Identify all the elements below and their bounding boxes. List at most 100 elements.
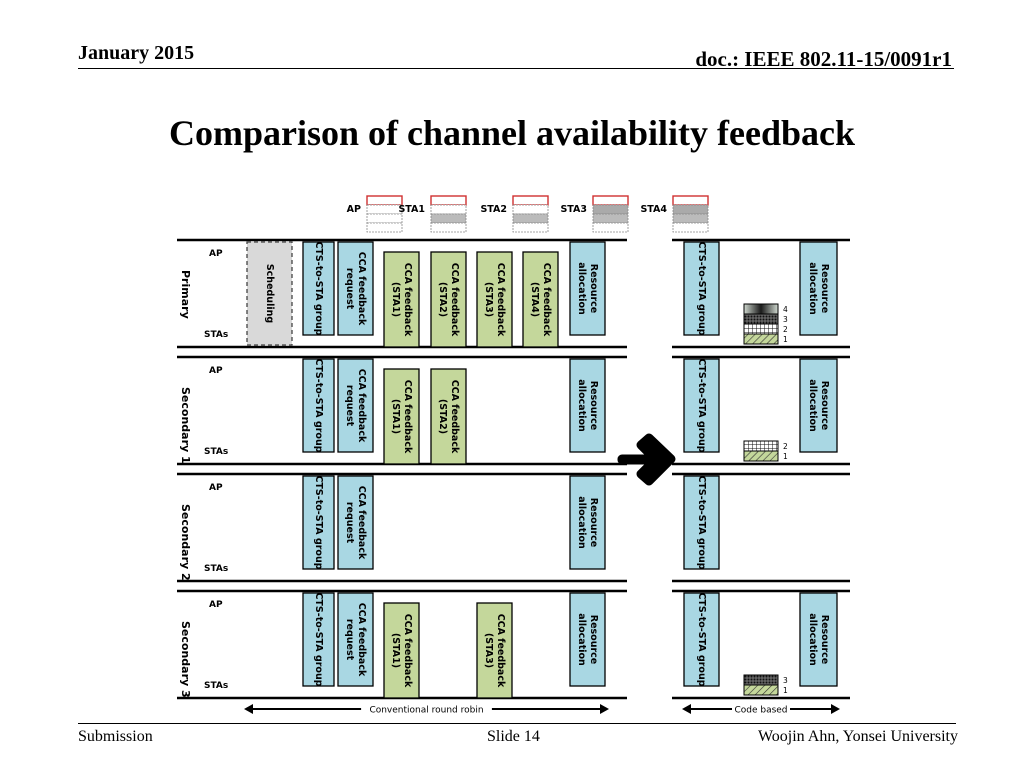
header-date: January 2015 [78,42,195,64]
resource-box-secondary-3-text-1: Resource [588,615,599,664]
legend-cell-1 [366,195,403,206]
code-number-primary-4: 4 [783,305,788,314]
resource-box-secondary-2-rect [569,475,606,570]
feedback-box-sta1-secondary-3-rect [383,602,420,699]
resource-box-code-secondary-3-text-2: allocation [807,613,818,666]
feedback-box-sta3-secondary-3-text-1: CCA feedback [495,614,506,688]
resource-box-primary-text-2: allocation [576,262,587,315]
code-based-arrow-left-head-icon [682,704,691,714]
feedback-box-sta1-secondary-1-text-1: CCA feedback [402,380,413,454]
code-number-secondary-3-3: 3 [783,676,788,685]
cts-box-secondary-1-rect [302,358,335,453]
feedback-box-sta1-secondary-3-text-1: CCA feedback [402,614,413,688]
code-cell-1 [743,684,779,696]
resource-box-secondary-3-rect [569,592,606,687]
feedback-box-sta3-primary-rect [476,251,513,348]
legend-cell-2 [592,204,629,215]
cts-box-code-secondary-1: CTS-to-STA group [683,358,720,453]
code-cell-3 [743,313,779,325]
channel-label-primary: Primary [179,270,192,319]
legend-label-sta1: STA1 [398,204,425,215]
ap-label-secondary-2: AP [209,483,223,493]
cts-box-code-secondary-2-rect [683,475,720,570]
feedback-box-sta3-secondary-3-rect [476,602,513,699]
stas-label-secondary-3: STAs [204,681,228,691]
feedback-box-sta4-primary-text-2: (STA4) [529,282,540,317]
conventional-round-robin-arrow-label-bg [361,703,492,715]
feedback-box-sta2-secondary-1-rect [430,368,467,465]
resource-box-secondary-2-text-2: allocation [576,496,587,549]
resource-box-secondary-3-text-2: allocation [576,613,587,666]
feedback-box-sta2-primary-text-2: (STA2) [437,282,448,317]
cts-box-secondary-2: CTS-to-STA group [302,475,335,570]
footer-author: Woojin Ahn, Yonsei University [757,728,958,745]
code-number-secondary-1-2: 2 [783,442,788,451]
cca-request-box-secondary-1-rect [337,358,374,453]
header-divider [78,68,954,69]
legend-box-sta2 [512,195,549,233]
legend-cell-4 [366,222,403,233]
cts-box-code-secondary-3-text-1: CTS-to-STA group [696,592,707,686]
legend-cell-4 [430,222,467,233]
legend-cell-2 [366,204,403,215]
cts-box-primary: CTS-to-STA group [302,241,335,336]
code-based-arrow-label: Code based [734,706,787,716]
feedback-box-sta1-primary-rect [383,251,420,348]
feedback-box-sta1-primary-text-1: CCA feedback [402,263,413,337]
legend-cell-3 [592,213,629,224]
feedback-box-sta2-primary-text-1: CCA feedback [449,263,460,337]
code-stack-secondary-1 [743,440,779,462]
legend-cell-1 [512,195,549,206]
legend-cell-2 [430,204,467,215]
feedback-box-sta1-secondary-3-text-2: (STA1) [390,633,401,668]
cts-box-secondary-3-rect [302,592,335,687]
transition-arrow-icon [617,433,676,486]
resource-box-code-secondary-1-rect [799,358,838,453]
ap-label-secondary-1: AP [209,366,223,376]
legend-cell-2 [512,204,549,215]
code-cell-1 [743,333,779,345]
feedback-box-sta2-secondary-1-text-2: (STA2) [437,399,448,434]
resource-box-primary-rect [569,241,606,336]
cts-box-code-secondary-2-text-1: CTS-to-STA group [696,475,707,569]
code-cell-4 [743,303,779,315]
legend-cell-4 [512,222,549,233]
cts-box-secondary-1-text-1: CTS-to-STA group [313,358,324,452]
cca-request-box-secondary-3-text-1: CCA feedback [356,603,367,677]
feedback-box-sta3-primary: CCA feedback(STA3) [476,251,513,348]
code-number-primary-3: 3 [783,315,788,324]
legend-box-sta4 [672,195,709,233]
legend-cell-2 [672,204,709,215]
cca-request-box-secondary-2-text-2: request [344,502,355,544]
legend-label-ap: AP [347,204,361,215]
feedback-box-sta2-secondary-1: CCA feedback(STA2) [430,368,467,465]
cts-box-code-primary: CTS-to-STA group [683,241,720,336]
conventional-round-robin-arrow-label: Conventional round robin [369,706,483,716]
feedback-box-sta1-primary: CCA feedback(STA1) [383,251,420,348]
channel-label-secondary-2: Secondary 2 [179,504,192,581]
footer-submission: Submission [78,728,153,745]
feedback-box-sta1-secondary-1: CCA feedback(STA1) [383,368,420,465]
cca-request-box-secondary-2-rect [337,475,374,570]
scheduling-box-text-1: Scheduling [264,264,275,323]
feedback-box-sta4-primary-rect [522,251,559,348]
stas-label-primary: STAs [204,330,228,340]
cca-request-box-secondary-2-text-1: CCA feedback [356,486,367,560]
stas-label-secondary-1: STAs [204,447,228,457]
feedback-box-sta4-primary: CCA feedback(STA4) [522,251,559,348]
resource-box-primary-text-1: Resource [588,264,599,313]
footer-slide-number: Slide 14 [487,728,540,745]
code-based-arrow-label-bg [732,703,790,715]
legend-cell-4 [672,222,709,233]
cca-request-box-primary-rect [337,241,374,336]
legend-cell-1 [430,195,467,206]
legend-box-ap [366,195,403,233]
cts-box-secondary-2-text-1: CTS-to-STA group [313,475,324,569]
